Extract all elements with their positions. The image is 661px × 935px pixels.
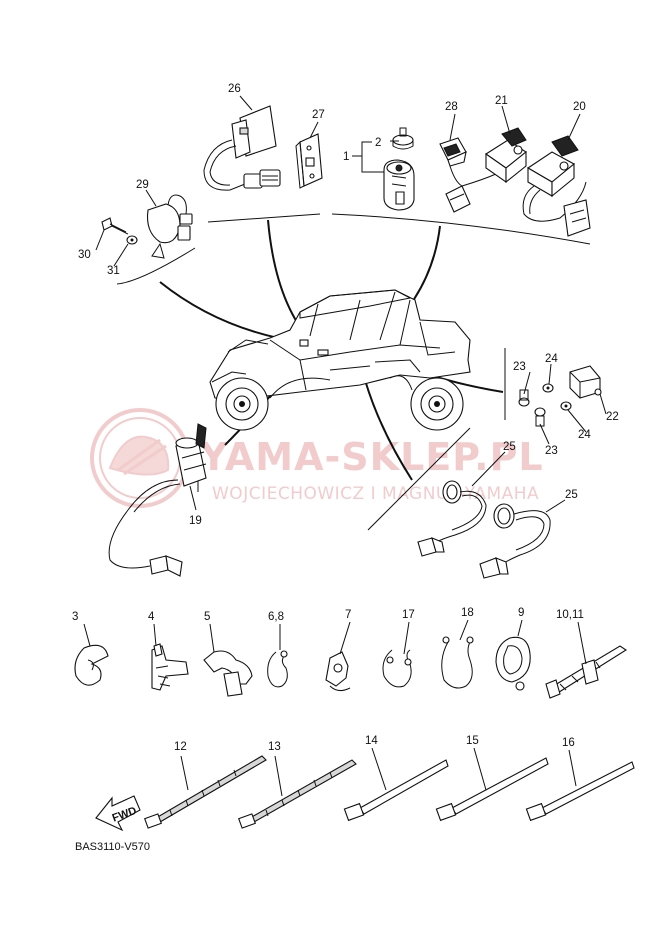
callout-4: 4 <box>148 611 155 623</box>
callout-7: 7 <box>345 609 351 621</box>
part-9-band <box>495 636 531 691</box>
bracket-left <box>116 247 196 285</box>
callout-25b: 25 <box>565 489 578 501</box>
part-25-lead-a <box>417 480 487 557</box>
callout-leaders <box>83 95 607 797</box>
callout-6-8: 6,8 <box>268 611 284 623</box>
watermark-logo <box>90 408 190 508</box>
callout-25a: 25 <box>503 441 516 453</box>
part-24-washer-a <box>542 383 554 393</box>
part-24-washer-b <box>560 401 572 411</box>
callout-29: 29 <box>136 179 149 191</box>
part-25-lead-b <box>479 503 551 579</box>
part-30-bolt <box>101 217 129 235</box>
rear-wheel <box>410 377 464 431</box>
callout-18: 18 <box>461 607 474 619</box>
callout-10-11: 10,11 <box>556 609 584 621</box>
vehicle-illustration <box>209 289 471 431</box>
callout-24b: 24 <box>578 429 591 441</box>
part-28-switch <box>439 137 497 213</box>
callout-1: 1 <box>343 151 349 163</box>
watermark: YAMA-SKLEP.PL WOJCIECHOWICZ I MAGNUS-YAM… <box>90 408 544 508</box>
fwd-arrow-icon: FWD <box>95 795 141 832</box>
part-15-tie <box>435 757 549 822</box>
callout-2: 2 <box>375 137 381 149</box>
part-13-tie <box>238 759 357 829</box>
part-6-8-clip <box>267 650 288 688</box>
callout-3: 3 <box>72 611 78 623</box>
callout-31: 31 <box>107 265 120 277</box>
part-20-switch <box>522 135 591 237</box>
callout-12: 12 <box>174 741 187 753</box>
watermark-sub: WOJCIECHOWICZ I MAGNUS-YAMAHA <box>212 484 539 504</box>
part-31-washer <box>126 235 138 245</box>
leader-29 <box>159 281 301 343</box>
part-16-tie <box>525 761 635 822</box>
part-29-sensor <box>146 194 193 259</box>
group-brackets <box>116 213 591 531</box>
part-26-connector <box>203 105 281 191</box>
callout-24a: 24 <box>545 353 558 365</box>
part-21-switch <box>485 127 527 184</box>
part-2-nut <box>392 127 414 150</box>
callout-30: 30 <box>78 249 91 261</box>
callout-27: 27 <box>312 109 325 121</box>
callout-15: 15 <box>466 735 479 747</box>
callout-19: 19 <box>189 515 202 527</box>
part-14-tie <box>343 759 449 822</box>
part-10-11-tie <box>545 645 628 699</box>
callout-16: 16 <box>562 737 575 749</box>
bracket-right-top <box>331 213 591 245</box>
part-17-clip <box>382 649 412 688</box>
callout-21: 21 <box>495 95 508 107</box>
part-3-clip <box>74 644 109 686</box>
callout-23b: 23 <box>545 445 558 457</box>
callout-9: 9 <box>518 607 524 619</box>
bracket-mid-top <box>207 213 321 223</box>
callout-22: 22 <box>606 411 619 423</box>
part-5-clamp <box>203 650 253 697</box>
callout-14: 14 <box>365 735 378 747</box>
part-23-bolt-b <box>534 407 546 427</box>
callout-5: 5 <box>204 611 210 623</box>
watermark-main: YAMA-SKLEP.PL <box>199 435 544 479</box>
part-12-tie <box>144 755 267 829</box>
front-wheel <box>215 377 269 431</box>
part-7-clip <box>325 651 351 692</box>
part-1-main-switch <box>383 159 415 211</box>
callout-23a: 23 <box>513 361 526 373</box>
diagram-code: BAS3110-V570 <box>75 841 150 853</box>
part-19-socket <box>108 423 207 577</box>
part-4-holder <box>151 643 189 691</box>
part-27-bracket <box>295 133 323 189</box>
part-18-clip <box>441 636 474 689</box>
callout-28: 28 <box>445 101 458 113</box>
part-22-sensor <box>569 365 602 399</box>
leader-25 <box>364 379 413 481</box>
callout-labels: 1 2 3 4 5 6,8 7 9 10,11 12 13 14 15 16 1… <box>72 83 619 753</box>
callout-26: 26 <box>228 83 241 95</box>
callout-20: 20 <box>573 101 586 113</box>
bracket-lower-mid <box>367 427 471 531</box>
callout-13: 13 <box>268 741 281 753</box>
callout-17: 17 <box>402 609 415 621</box>
